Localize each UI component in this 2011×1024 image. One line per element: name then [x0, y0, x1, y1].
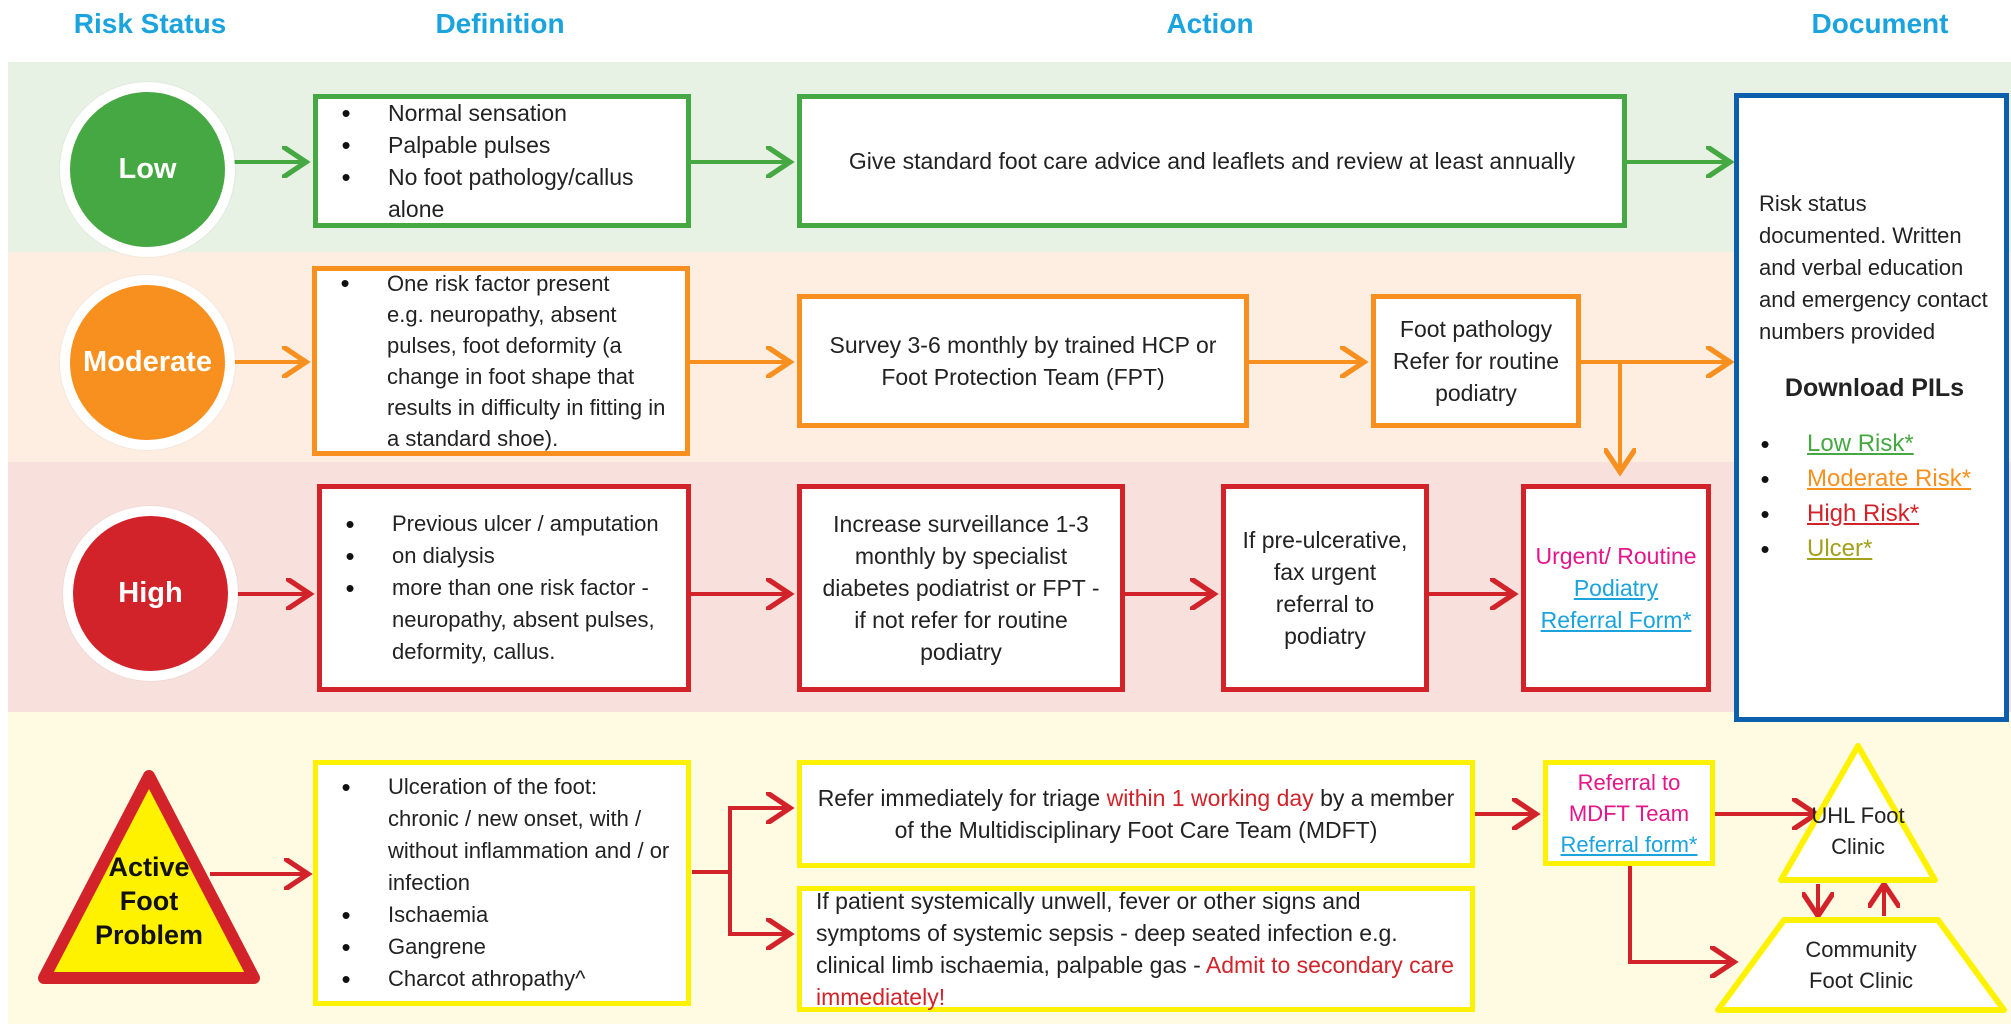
high-action-text: Increase surveillance 1-3 monthly by spe…	[822, 511, 1100, 665]
document-box: Risk status documented. Written and verb…	[1734, 93, 2009, 722]
moderate-risk-pil-link[interactable]: Moderate Risk*	[1807, 465, 1972, 492]
active-def-item: Gangrene	[336, 931, 672, 963]
arrow-active-community	[1628, 866, 1734, 962]
active-action-sepsis-text: If patient systemically unwell, fever or…	[816, 885, 1456, 1013]
podiatry-referral-form-link[interactable]: Podiatry Referral Form*	[1540, 575, 1692, 633]
warning-triangle-icon	[38, 770, 260, 984]
active-definition-box: Ulceration of the foot: chronic / new on…	[313, 760, 691, 1006]
moderate-def-item: One risk factor present	[335, 268, 671, 299]
low-def-item: Palpable pulses	[336, 129, 672, 161]
moderate-pathology-box: Foot pathology Refer for routine podiatr…	[1371, 294, 1581, 428]
low-definition-box: Normal sensation Palpable pulses No foot…	[313, 94, 691, 228]
moderate-pathology-text: Foot pathology Refer for routine podiatr…	[1392, 316, 1560, 406]
moderate-definition-box: One risk factor present e.g. neuropathy,…	[312, 266, 690, 456]
triage-text-a: Refer immediately for triage	[817, 785, 1107, 811]
triage-text-red: within 1 working day	[1106, 785, 1314, 811]
uhl-triangle-shape	[1778, 743, 1938, 883]
active-def-item: Ischaemia	[336, 899, 672, 931]
header-action: Action	[1166, 8, 1254, 39]
mdft-referral-box: Referral to MDFT Team Referral form*	[1543, 760, 1715, 866]
active-def-item: Charcot athropathy^	[336, 963, 672, 995]
low-action-box: Give standard foot care advice and leafl…	[797, 94, 1627, 228]
sepsis-text-red: Admit to secondary care immediately!	[816, 952, 1454, 1010]
triage-text-b: by a member of the Multidisciplinary Foo…	[894, 785, 1455, 843]
status-low-label: Low	[118, 153, 177, 185]
status-active-line1: Active	[108, 852, 190, 882]
high-def-item: Previous ulcer / amputation	[340, 508, 672, 540]
high-def-item: more than one risk factor - neuropathy, …	[340, 572, 672, 668]
status-active-line2: Foot	[119, 886, 179, 916]
arrow-active-branch-2	[728, 872, 790, 934]
header-risk-status: Risk Status	[73, 8, 227, 39]
status-active-label: Active Foot Problem	[36, 850, 262, 952]
moderate-def-item: e.g. neuropathy, absent pulses, foot def…	[387, 302, 666, 451]
moderate-action-box: Survey 3-6 monthly by trained HCP or Foo…	[797, 294, 1249, 428]
high-referral-box: Urgent/ Routine Podiatry Referral Form*	[1521, 484, 1711, 692]
active-action-triage-box: Refer immediately for triage within 1 wo…	[797, 760, 1475, 868]
low-action-text: Give standard foot care advice and leafl…	[848, 148, 1576, 174]
arrow-active-branch	[692, 808, 790, 874]
pil-item-high: High Risk*	[1755, 498, 1971, 530]
download-pils-title: Download PILs	[1784, 374, 1965, 402]
high-referral-content: Urgent/ Routine Podiatry Referral Form*	[1534, 540, 1698, 636]
sepsis-text-a: If patient systemically unwell, fever or…	[816, 888, 1398, 978]
community-trapezoid-shape	[1715, 917, 2007, 1013]
moderate-action-text: Survey 3-6 monthly by trained HCP or Foo…	[829, 332, 1217, 390]
mdft-referral-text: Referral to MDFT Team	[1568, 769, 1690, 826]
community-foot-clinic-label: Community Foot Clinic	[1805, 937, 1917, 993]
high-preulcer-text: If pre-ulcerative, fax urgent referral t…	[1242, 527, 1408, 649]
pil-list: Low Risk* Moderate Risk* High Risk* Ulce…	[1755, 428, 1972, 568]
low-def-item: Normal sensation	[336, 97, 672, 129]
pil-item-low: Low Risk*	[1755, 428, 1971, 460]
pil-item-moderate: Moderate Risk*	[1755, 463, 1972, 495]
document-text: Risk status documented. Written and verb…	[1759, 191, 1988, 344]
ulcer-pil-link[interactable]: Ulcer*	[1807, 535, 1873, 562]
active-action-sepsis-box: If patient systemically unwell, fever or…	[797, 886, 1475, 1012]
status-moderate-circle: Moderate	[60, 275, 235, 450]
status-low-circle: Low	[60, 82, 235, 257]
high-risk-pil-link[interactable]: High Risk*	[1807, 500, 1920, 527]
header-definition: Definition	[435, 8, 565, 39]
high-referral-prefix: Urgent/ Routine	[1535, 543, 1697, 569]
active-def-item: Ulceration of the foot: chronic / new on…	[336, 771, 672, 899]
high-definition-box: Previous ulcer / amputation on dialysis …	[317, 484, 691, 692]
uhl-foot-clinic-label: UHL Foot Clinic	[1811, 803, 1905, 859]
status-high-label: High	[118, 577, 183, 609]
status-active-line3: Problem	[94, 920, 204, 950]
low-risk-pil-link[interactable]: Low Risk*	[1807, 430, 1914, 457]
mdft-referral-content: Referral to MDFT Team Referral form*	[1554, 767, 1704, 860]
header-document: Document	[1811, 8, 1949, 39]
status-high-circle: High	[63, 506, 238, 681]
status-moderate-label: Moderate	[83, 346, 212, 378]
active-action-triage-text: Refer immediately for triage within 1 wo…	[816, 782, 1456, 846]
high-preulcer-box: If pre-ulcerative, fax urgent referral t…	[1221, 484, 1429, 692]
high-action-box: Increase surveillance 1-3 monthly by spe…	[797, 484, 1125, 692]
mdft-referral-form-link[interactable]: Referral form*	[1560, 831, 1698, 857]
pil-item-ulcer: Ulcer*	[1755, 533, 1971, 565]
high-def-item: on dialysis	[340, 540, 672, 572]
low-def-item: No foot pathology/callus alone	[336, 161, 672, 225]
